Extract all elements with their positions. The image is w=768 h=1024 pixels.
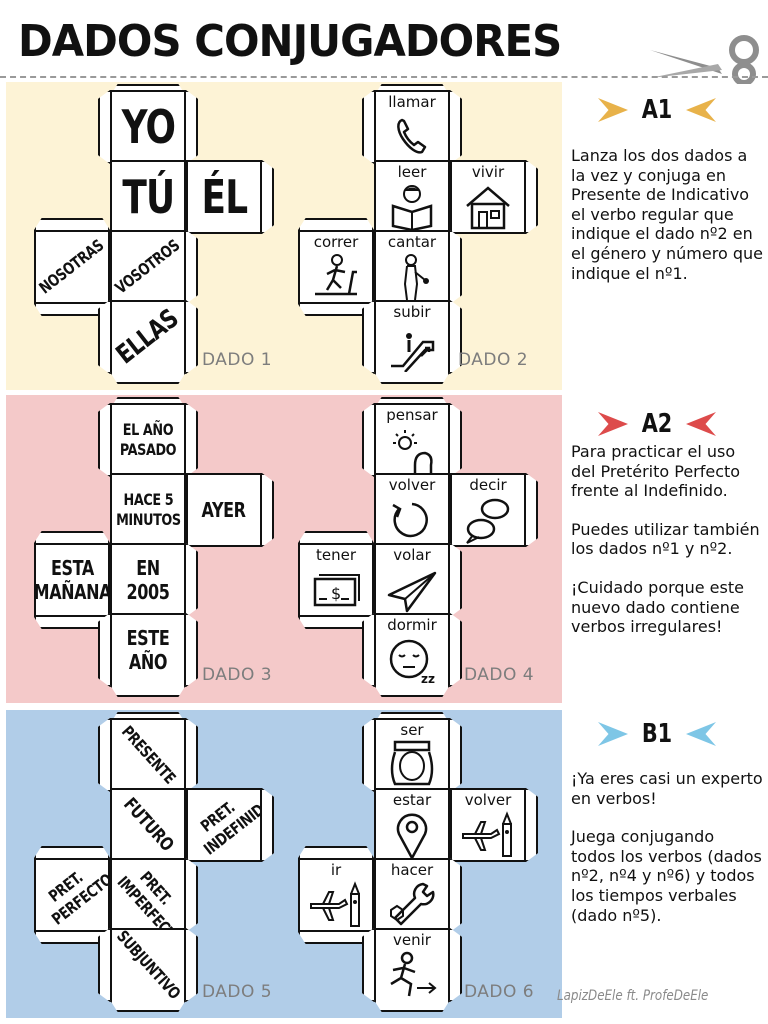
money-icon: $ <box>309 565 363 607</box>
ribbon-left-icon <box>598 412 628 436</box>
b1-instructions: ¡Ya eres casi un experto en verbos! Jueg… <box>571 769 763 925</box>
dado2-face-leer: leer <box>374 160 450 234</box>
dado6-face-venir: venir <box>374 928 450 1002</box>
singer-icon <box>403 254 429 301</box>
dado4-label: DADO 4 <box>464 665 535 685</box>
dado3-face-hace-5-minutos: HACE 5 MINUTOS <box>110 473 186 547</box>
dado4-face-volar: volar <box>374 543 450 617</box>
wrench-nut-icon <box>390 882 435 926</box>
dado5-face-futuro: FUTURO <box>110 788 186 862</box>
page-title: DADOS CONJUGADORES <box>18 16 562 67</box>
dado6-face-ir: ir <box>298 858 374 932</box>
dado1-label: DADO 1 <box>202 350 273 370</box>
dado4-face-tener: tener $ <box>298 543 374 617</box>
ribbon-left-icon <box>598 98 628 122</box>
dado6-label: DADO 6 <box>464 982 535 1002</box>
band-b1: PRESENTE FUTURO PRET. INDEFINIDO PRET. P… <box>6 710 562 1018</box>
dado1-face-tu: TÚ <box>110 160 186 234</box>
scissors-icon <box>650 35 759 84</box>
dado5-face-presente: PRESENTE <box>110 718 186 792</box>
house-icon <box>466 186 510 230</box>
dado1-face-vosotros: VOSOTROS <box>110 230 186 304</box>
reading-person-icon <box>391 185 433 232</box>
ribbon-right-icon <box>686 722 716 746</box>
dado1-face-yo: YO <box>110 90 186 164</box>
sleeping-face-icon: zz <box>389 639 435 685</box>
band-a2: EL AÑO PASADO HACE 5 MINUTOS AYER ESTA M… <box>6 395 562 703</box>
dado3-face-ayer: AYER <box>186 473 262 547</box>
dado4-face-volver: volver <box>374 473 450 547</box>
dado5-face-pret-perfecto: PRET. PERFECTO <box>34 858 110 932</box>
dado3-label: DADO 3 <box>202 665 273 685</box>
location-pin-icon <box>396 813 428 860</box>
dado5-label: DADO 5 <box>202 982 273 1002</box>
credit-text: LapizDeEle ft. ProfeDeEle <box>557 988 709 1004</box>
dado6-face-ser: ser <box>374 718 450 792</box>
dado6-face-hacer: hacer <box>374 858 450 932</box>
woman-face-icon <box>390 740 434 786</box>
dado1-face-el: ÉL <box>186 160 262 234</box>
a1-instructions: Lanza los dos dados a la vez y conjuga e… <box>571 146 763 283</box>
dado4-face-pensar: pensar <box>374 403 450 477</box>
level-a2-header: A2 <box>598 408 716 440</box>
idea-head-icon <box>393 430 433 475</box>
dado3-face-este-ano: ESTE AÑO <box>110 613 186 687</box>
plane-bigben-icon <box>310 881 360 927</box>
dado2-face-vivir: vivir <box>450 160 526 234</box>
phone-icon <box>397 118 427 154</box>
dado2-label: DADO 2 <box>458 350 529 370</box>
speech-bubbles-icon <box>466 498 510 544</box>
dado2-face-cantar: cantar <box>374 230 450 304</box>
dado4-face-dormir: dormir zz <box>374 613 450 687</box>
a2-instructions: Para practicar el uso del Pretérito Perf… <box>571 442 760 637</box>
cut-line <box>0 76 768 78</box>
svg-text:$: $ <box>331 584 341 603</box>
dado2-face-llamar: llamar <box>374 90 450 164</box>
dado2-face-correr: correr <box>298 230 374 304</box>
plane-bigben-icon <box>462 811 512 857</box>
ribbon-right-icon <box>686 98 716 122</box>
ribbon-left-icon <box>598 722 628 746</box>
level-a1-header: A1 <box>598 94 716 126</box>
dado3-face-esta-manana: ESTA MAÑANA <box>34 543 110 617</box>
dado6-face-estar: estar <box>374 788 450 862</box>
band-a1: YO TÚ ÉL NOSOTRAS VOSOTROS ELLAS DADO 1 … <box>6 82 562 390</box>
level-b1-header: B1 <box>598 718 716 750</box>
running-person-arrow-icon <box>390 951 437 997</box>
dado5-face-subjuntivo: SUBJUNTIVO <box>110 928 186 1002</box>
dado2-face-subir: subir <box>374 300 450 374</box>
ribbon-right-icon <box>686 412 716 436</box>
dado3-face-en-2005: EN 2005 <box>110 543 186 617</box>
dado6-face-volver: volver <box>450 788 526 862</box>
dado5-face-pret-indefinido: PRET. INDEFINIDO <box>186 788 262 862</box>
svg-text:zz: zz <box>421 672 435 685</box>
return-arrow-icon <box>392 502 428 538</box>
dado1-face-nosotras: NOSOTRAS <box>34 230 110 304</box>
dado5-face-pret-imperfecto: PRET. IMPERFECTO <box>110 858 186 932</box>
dado1-face-ellas: ELLAS <box>110 300 186 374</box>
treadmill-runner-icon <box>315 254 357 296</box>
dado3-face-el-ano-pasado: EL AÑO PASADO <box>110 403 186 477</box>
paper-plane-icon <box>387 571 437 613</box>
dado4-face-decir: decir <box>450 473 526 547</box>
escalator-icon <box>391 333 435 372</box>
